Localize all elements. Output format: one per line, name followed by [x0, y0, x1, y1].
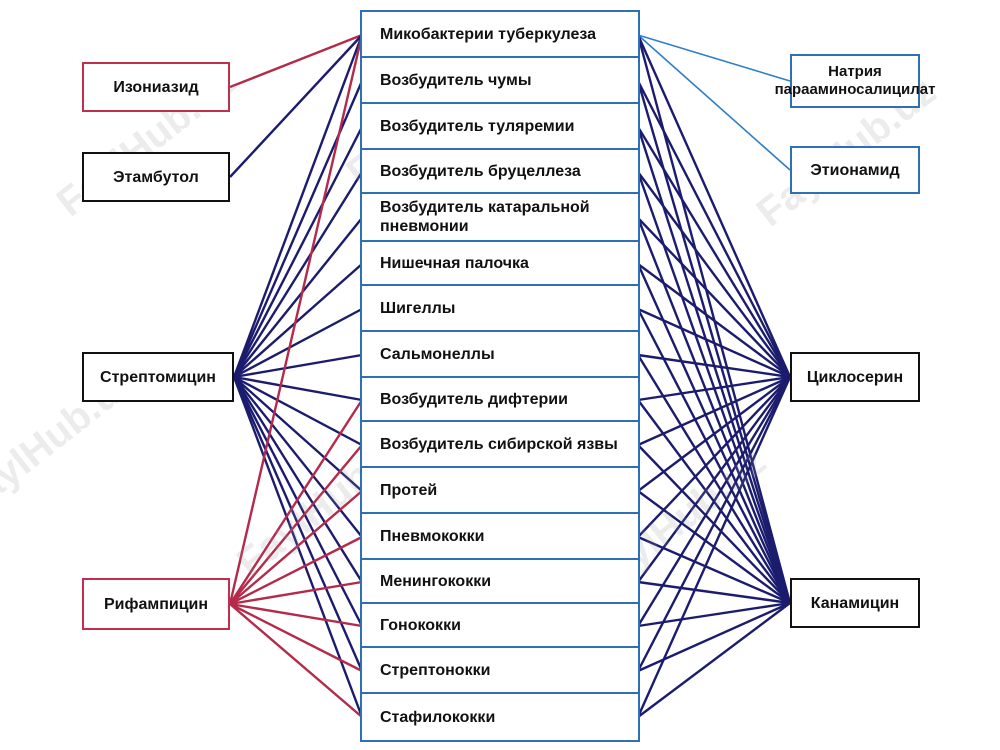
organism-item: Гонококки — [362, 604, 638, 648]
connection-line-rifampicin — [229, 444, 363, 605]
connection-line-kanamycin — [637, 490, 791, 604]
connection-line-rifampicin — [229, 602, 363, 673]
drug-label: Изониазид — [113, 78, 199, 96]
connection-line-kanamycin — [636, 34, 792, 604]
organism-item: Возбудитель туляремии — [362, 104, 638, 150]
organism-item: Пневмококки — [362, 514, 638, 560]
drug-label: Циклосерин — [806, 368, 904, 386]
connection-line-cycloserin — [636, 34, 792, 378]
connection-line-rifampicin — [229, 603, 363, 718]
connection-line-kanamycin — [636, 354, 792, 604]
connection-line-streptomycin — [233, 376, 363, 538]
drug-etambutol: Этамбутол — [82, 152, 230, 202]
drug-streptomycin: Стрептомицин — [82, 352, 234, 402]
connection-line-pask — [637, 34, 791, 82]
connection-line-etionamid — [637, 34, 791, 171]
connection-line-streptomycin — [232, 376, 364, 583]
connection-line-etambutol — [229, 34, 363, 178]
connection-line-kanamycin — [637, 444, 791, 604]
connection-line-izoniazid — [229, 33, 363, 89]
connection-line-kanamycin — [636, 126, 792, 604]
organism-item: Возбудитель катаральной пневмонии — [362, 194, 638, 242]
drug-label: Канамицин — [810, 594, 900, 612]
connection-line-kanamycin — [636, 217, 792, 604]
connection-line-kanamycin — [637, 601, 791, 628]
organism-item: Стафилококки — [380, 708, 496, 726]
organism-item: Стрептонокки — [362, 648, 638, 694]
connection-line-kanamycin — [636, 263, 792, 604]
connection-line-rifampicin — [229, 580, 363, 606]
organism-item: Возбудитель бруцеллеза — [362, 150, 638, 194]
organism-list: Микобактерии туберкулеза Возбудитель чум… — [360, 10, 640, 742]
connection-line-kanamycin — [636, 171, 792, 604]
connection-line-kanamycin — [636, 308, 792, 604]
drug-label: Этамбутол — [113, 168, 199, 186]
drug-label: Этионамид — [810, 161, 900, 179]
drug-label: Натрия парааминосалицилат — [774, 63, 936, 98]
connection-line-rifampicin — [229, 490, 363, 605]
connection-line-kanamycin — [637, 535, 791, 605]
drug-cycloserin: Циклосерин — [790, 352, 920, 402]
organism-item: Возбудитель дифтерии — [362, 378, 638, 422]
connection-line-streptomycin — [233, 353, 363, 379]
connection-line-kanamycin — [637, 601, 791, 673]
drug-label: Стрептомицин — [100, 368, 216, 386]
organism-item: Возбудитель сибирской язвы — [362, 422, 638, 468]
organism-item: Нишечная палочка — [362, 242, 638, 286]
connection-line-streptomycin — [232, 376, 364, 672]
connection-line-cycloserin — [636, 80, 792, 378]
connection-line-rifampicin — [228, 399, 364, 605]
connection-line-streptomycin — [232, 80, 364, 378]
connection-line-rifampicin — [228, 34, 364, 605]
connection-line-streptomycin — [233, 263, 363, 378]
drug-etionamid: Этионамид — [790, 146, 920, 194]
connection-line-streptomycin — [233, 375, 363, 402]
connection-line-streptomycin — [232, 34, 364, 378]
connection-line-rifampicin — [229, 602, 363, 628]
connection-line-kanamycin — [636, 80, 792, 604]
drug-label: Рифампицин — [103, 595, 209, 613]
connection-line-streptomycin — [232, 126, 364, 378]
organism-item: Возбудитель чумы — [362, 58, 638, 104]
organism-item: Сальмонеллы — [362, 332, 638, 378]
organism-item: Микобактерии туберкулеза — [362, 12, 638, 58]
drug-pask: Натрия парааминосалицилат — [775, 54, 935, 108]
drug-izoniazid: Изониазид — [82, 62, 230, 112]
drug-rifampicin: Рифампицин — [82, 578, 230, 630]
drug-kanamycin: Канамицин — [790, 578, 920, 628]
connection-line-rifampicin — [229, 535, 363, 606]
connection-line-streptomycin — [232, 171, 364, 378]
organism-item: Протей — [362, 468, 638, 514]
organism-item: Шигеллы — [362, 286, 638, 332]
connection-line-streptomycin — [233, 217, 363, 378]
organism-item: Менингококки — [362, 560, 638, 604]
connection-line-kanamycin — [637, 580, 791, 605]
connection-line-kanamycin — [637, 399, 791, 604]
connection-line-streptomycin — [233, 307, 363, 379]
connection-line-kanamycin — [637, 602, 791, 718]
